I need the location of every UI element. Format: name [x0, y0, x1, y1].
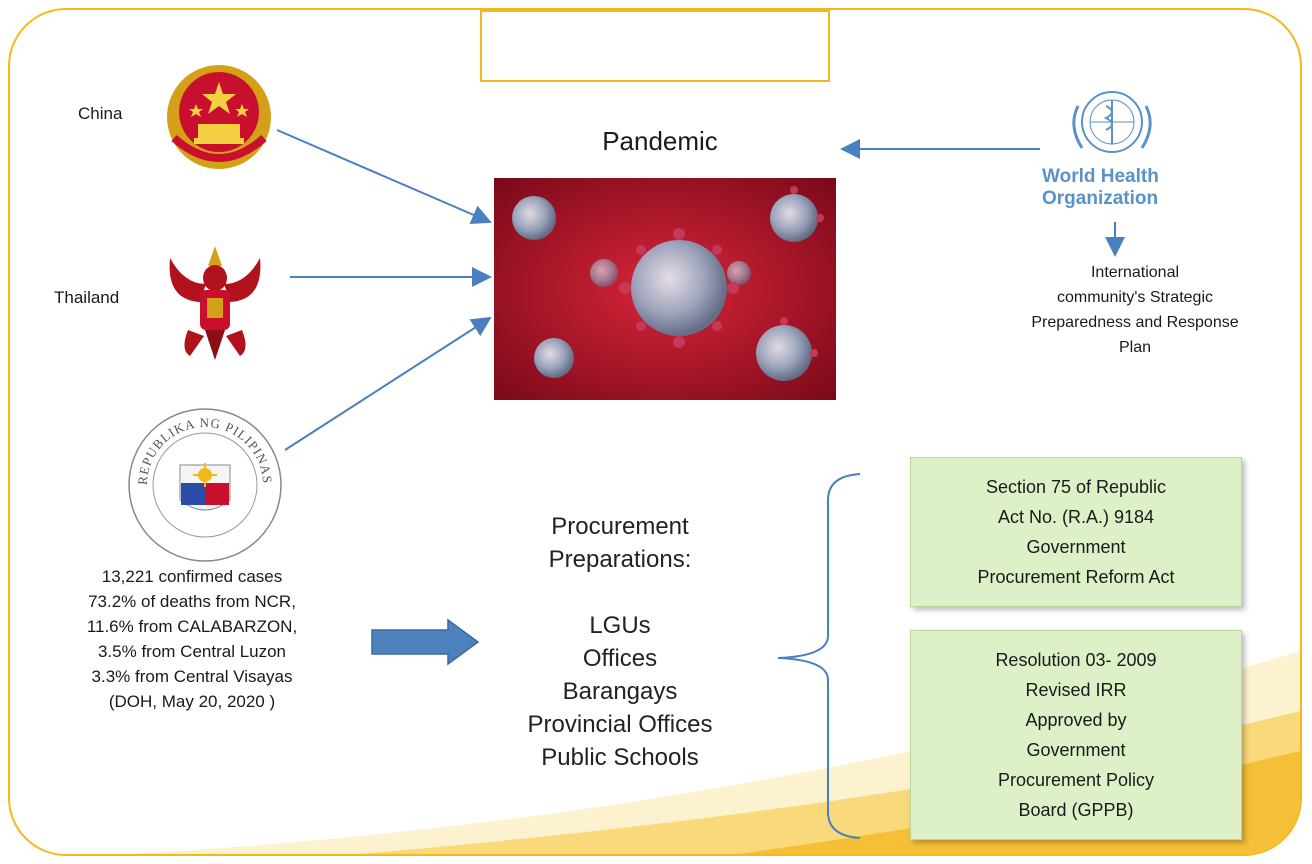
thailand-garuda-icon — [169, 246, 261, 360]
stat-line: 73.2% of deaths from NCR, — [88, 592, 296, 611]
who-name: World Health Organization — [1042, 166, 1192, 210]
procurement-item: LGUs — [589, 612, 651, 639]
china-emblem-icon — [167, 65, 271, 169]
legal-box-line: Procurement Reform Act — [977, 567, 1175, 587]
legal-box-line: Procurement Policy — [997, 770, 1155, 790]
procurement-item: Provincial Offices — [527, 711, 713, 738]
label-thailand: Thailand — [54, 288, 120, 307]
arrow-china-to-pandemic — [276, 129, 492, 225]
virus-image — [494, 178, 836, 400]
procurement-heading: Preparations: — [548, 546, 692, 573]
legal-box-line: Government — [1026, 537, 1126, 557]
legal-box-line: Board (GPPB) — [1018, 800, 1134, 820]
procurement-preparations: Procurement Preparations: LGUs Offices B… — [470, 510, 770, 774]
who-name-line: Organization — [1042, 188, 1159, 209]
who-caption: International community's Strategic Prep… — [980, 260, 1290, 360]
legal-box-line: Approved by — [1025, 710, 1127, 730]
label-china: China — [78, 104, 123, 123]
who-caption-line: community's Strategic — [1057, 289, 1213, 306]
arrow-philippines-to-pandemic — [284, 316, 492, 451]
legal-box-line: Government — [1026, 740, 1126, 760]
who-name-line: World Health — [1042, 166, 1159, 187]
title-box — [480, 10, 830, 82]
stat-line: 3.5% from Central Luzon — [97, 642, 287, 661]
procurement-heading: Procurement — [551, 513, 689, 540]
who-caption-line: International — [1090, 264, 1180, 281]
who-caption-line: Preparedness and Response — [1031, 314, 1239, 331]
philippines-stats: 13,221 confirmed cases 73.2% of deaths f… — [62, 564, 322, 714]
procurement-item: Public Schools — [541, 744, 699, 771]
procurement-item: Offices — [582, 645, 658, 672]
curly-brace-icon — [777, 473, 861, 839]
legal-box-line: Section 75 of Republic — [985, 477, 1167, 497]
legal-box-line: Act No. (R.A.) 9184 — [997, 507, 1155, 527]
legal-box-line: Revised IRR — [1025, 680, 1127, 700]
who-logo-icon — [1072, 91, 1152, 153]
who-caption-line: Plan — [1118, 339, 1152, 356]
stat-line: 3.3% from Central Visayas — [91, 667, 293, 686]
stat-line: 13,221 confirmed cases — [101, 567, 283, 586]
procurement-item: Barangays — [562, 678, 678, 705]
legal-box-gppb: Resolution 03- 2009 Revised IRR Approved… — [910, 630, 1242, 840]
stat-line: (DOH, May 20, 2020 ) — [108, 692, 276, 711]
legal-box-line: Resolution 03- 2009 — [995, 650, 1157, 670]
pandemic-label: Pandemic — [602, 126, 718, 156]
stat-line: 11.6% from CALABARZON, — [86, 617, 298, 636]
thick-right-arrow-icon — [371, 618, 480, 666]
philippines-seal-icon: REPUBLIKA NG PILIPINAS — [128, 408, 282, 562]
legal-box-ra9184: Section 75 of Republic Act No. (R.A.) 91… — [910, 457, 1242, 607]
